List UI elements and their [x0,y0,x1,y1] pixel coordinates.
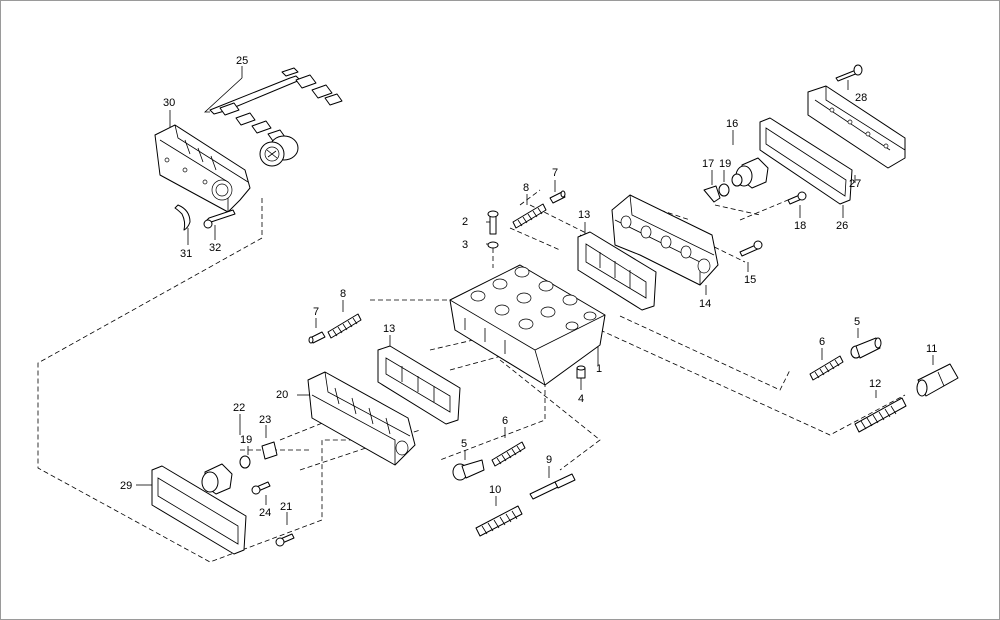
callout-3: 3 [462,239,468,251]
part-fitting-5-right [850,337,882,359]
callout-19-left: 19 [240,434,252,446]
part-washer-3 [487,241,499,249]
callout-9: 9 [546,454,552,466]
part-bolt-18 [787,191,807,205]
callout-23: 23 [259,414,271,426]
callout-24: 24 [259,507,271,519]
part-bolt-15 [739,240,763,257]
callout-10: 10 [489,484,501,496]
callout-6-lower: 6 [502,415,508,427]
part-gasket-strip-25 [209,67,343,142]
callout-15: 15 [744,274,756,286]
part-clip-31 [174,204,191,231]
part-spring-8-lower [327,313,362,339]
part-bolt-32 [203,209,236,229]
callout-26: 26 [836,220,848,232]
part-solenoid-22 [201,463,233,495]
callout-7-upper: 7 [552,167,558,179]
callout-11: 11 [926,343,937,355]
part-o-ring-19-left [239,455,251,469]
part-bolt-21 [275,533,295,547]
part-bolt-2 [487,210,499,235]
part-gasket-13-upper [577,231,657,311]
callout-16: 16 [726,118,738,130]
callout-7-lower: 7 [313,306,319,318]
part-housing-20 [307,371,416,466]
part-spring-6-right [809,355,844,381]
part-clip-17 [703,185,721,203]
part-cover-30 [154,124,251,213]
callout-8-upper: 8 [523,182,529,194]
callout-5-right: 5 [854,316,860,328]
callout-17: 17 [702,158,714,170]
callout-28: 28 [855,92,867,104]
callout-19-right: 19 [719,158,731,170]
callout-14: 14 [699,298,711,310]
callout-12: 12 [869,378,881,390]
callout-8-lower: 8 [340,288,346,300]
callout-4: 4 [578,393,584,405]
part-spring-8-upper [512,203,547,229]
callout-1: 1 [596,363,602,375]
callout-2: 2 [462,216,468,228]
part-fitting-5-lower [452,459,485,481]
callout-13-upper: 13 [578,209,590,221]
part-pin-7-lower [308,331,326,344]
callout-labels: 1 2 3 4 5 5 6 6 7 7 8 8 9 10 11 12 13 13… [120,55,937,519]
callout-5-lower: 5 [461,438,467,450]
leader-lines [136,66,934,525]
part-spring-6-lower [491,441,526,467]
part-gasket-26 [759,117,853,205]
part-gasket-13-lower [377,345,461,425]
part-bolt-24 [251,481,271,495]
part-o-ring-19-right [718,183,730,197]
callout-31: 31 [180,248,192,260]
callout-29: 29 [120,480,132,492]
callout-13-lower: 13 [383,323,395,335]
callout-32: 32 [209,242,221,254]
callout-20: 20 [276,389,288,401]
callout-21: 21 [280,501,292,513]
callout-18: 18 [794,220,806,232]
callout-30: 30 [163,97,175,109]
part-pin-7-upper [549,190,566,204]
callout-6-right: 6 [819,336,825,348]
part-spring-12 [854,397,907,433]
callout-22: 22 [233,402,245,414]
part-gasket-29 [151,465,247,555]
part-clip-23 [261,441,278,460]
part-spring-10 [475,505,523,537]
part-piston-11 [916,363,959,397]
callout-25: 25 [236,55,248,67]
part-valve-body-central [449,264,606,386]
part-housing-14 [611,194,719,286]
part-cover-27 [807,85,906,169]
part-connector-plug [259,135,299,167]
callout-27: 27 [849,178,861,190]
part-bolt-28 [835,64,863,82]
part-spool-9 [529,473,576,500]
part-solenoid-16 [731,157,769,189]
part-plug-4 [576,365,586,379]
